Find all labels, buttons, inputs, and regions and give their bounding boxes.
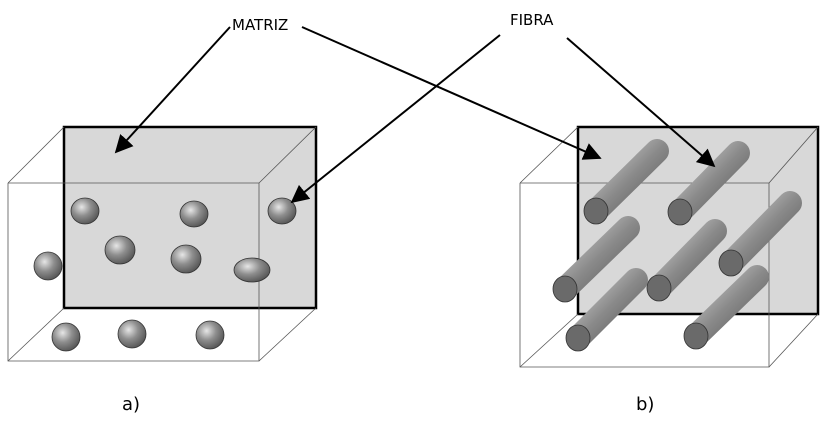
- arrows: [114, 26, 716, 204]
- particle: [233, 257, 271, 283]
- particle: [117, 319, 147, 349]
- fiber: [646, 219, 727, 302]
- cube-a: [7, 125, 318, 362]
- fiber-label: FIBRA: [510, 11, 554, 29]
- arrow-matrix-b: [301, 26, 602, 160]
- particle: [51, 322, 81, 352]
- caption-b: b): [636, 394, 654, 415]
- particle: [70, 197, 100, 225]
- cube-b: [519, 125, 820, 368]
- matrix-label: MATRIZ: [232, 16, 288, 34]
- particle: [104, 235, 136, 265]
- particle: [170, 244, 202, 274]
- fiber: [565, 268, 648, 352]
- particle: [33, 251, 63, 281]
- particle: [179, 200, 209, 228]
- fiber: [583, 139, 669, 225]
- particle: [267, 197, 297, 225]
- fiber: [667, 141, 750, 226]
- arrow-matrix-a: [114, 26, 231, 154]
- caption-a: a): [122, 394, 140, 415]
- fiber: [683, 265, 769, 350]
- arrow-fiber-b: [566, 37, 716, 168]
- particle: [195, 320, 225, 350]
- fiber: [718, 191, 802, 277]
- arrow-fiber-a: [290, 34, 501, 204]
- fiber: [552, 216, 640, 303]
